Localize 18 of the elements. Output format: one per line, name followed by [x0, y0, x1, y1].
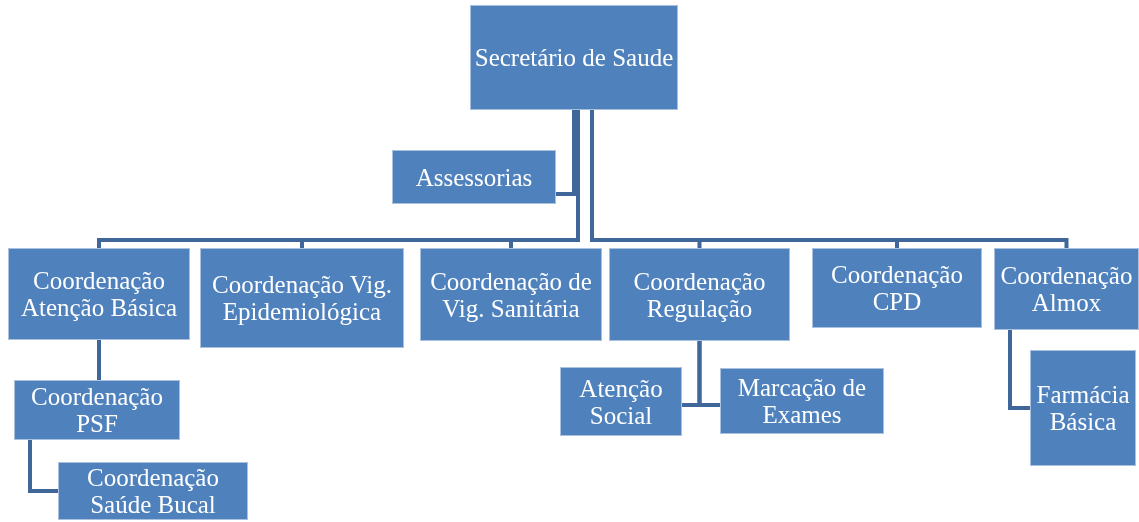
org-box: Coordenação CPD — [812, 248, 982, 328]
org-box: Coordenação Almox — [994, 248, 1139, 330]
org-box: Secretário de Saude — [470, 5, 678, 110]
connector-line — [97, 340, 101, 380]
org-box: Assessorias — [392, 150, 556, 204]
connector-line — [1008, 330, 1030, 410]
org-box: Coordenação Vig. Epidemiológica — [200, 248, 404, 348]
org-box: Coordenação PSF — [14, 380, 180, 440]
connector-line — [556, 110, 576, 196]
connector-line — [697, 341, 720, 407]
org-box: Coordenação de Vig. Sanitária — [420, 248, 602, 341]
org-box: Coordenação Saúde Bucal — [58, 462, 248, 520]
org-box: Marcação de Exames — [720, 368, 884, 434]
org-box: Coordenação Regulação — [609, 248, 790, 341]
connector-line — [28, 440, 58, 493]
org-box: Atenção Social — [560, 367, 682, 436]
org-box: Farmácia Básica — [1030, 350, 1136, 466]
org-box: Coordenação Atenção Básica — [8, 248, 190, 340]
